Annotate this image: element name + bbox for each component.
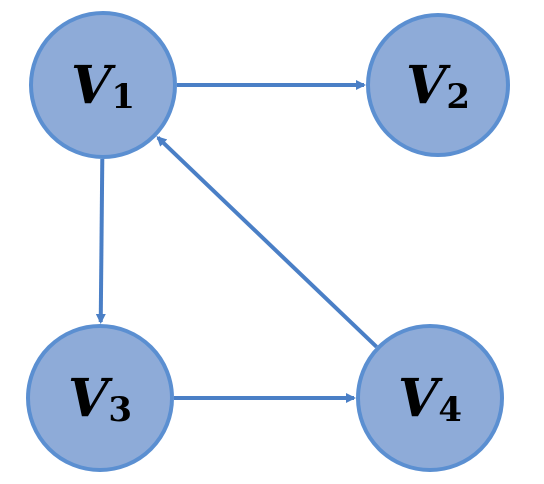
nodes-layer: V1 V2 V3 V4 [26,11,510,472]
node-v1-label: V1 [71,55,135,118]
node-v2-index: 2 [446,77,470,117]
edge-v1-to-v3-arrow [95,158,106,325]
node-v3: V3 [26,324,174,472]
node-v4-circle [356,324,504,472]
node-v4-label: V4 [398,368,462,431]
node-v2-letter: V [406,55,451,116]
node-v3-index: 3 [108,390,132,430]
edges-layer [95,80,378,403]
node-v4: V4 [356,324,504,472]
node-v4-index: 4 [438,390,462,430]
node-v4-letter: V [398,368,443,429]
edge-v4-to-v1-arrow [156,136,378,349]
node-v1-circle [29,11,177,159]
node-v3-letter: V [68,368,113,429]
node-v1-letter: V [71,55,116,116]
node-v3-circle [26,324,174,472]
node-v1: V1 [29,11,177,159]
node-v2-label: V2 [406,55,470,118]
node-v1-index: 1 [111,77,135,117]
node-v2-circle [366,13,510,157]
node-v3-label: V3 [68,368,132,431]
node-v2: V2 [366,13,510,157]
